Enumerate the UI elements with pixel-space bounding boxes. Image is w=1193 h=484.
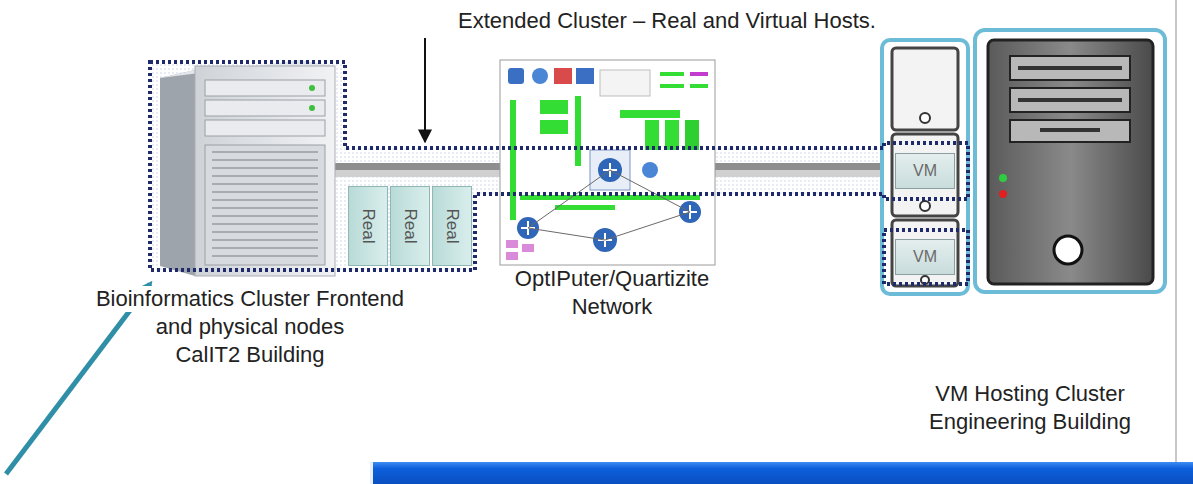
- server-tower-part-part: [212, 167, 318, 169]
- desktop-computer-part: [1018, 98, 1122, 102]
- network-illustration-part: [506, 252, 518, 260]
- server-tower-part-part: [212, 151, 318, 153]
- vm-rack-part: [892, 48, 958, 130]
- network-illustration-part: [575, 96, 581, 166]
- real-host-box: Real: [390, 186, 430, 266]
- vm-cluster-label: VM Hosting Cluster: [933, 381, 1127, 407]
- desktop-computer: [975, 30, 1165, 292]
- node-text: Real: [400, 209, 420, 244]
- server-tower: [160, 60, 335, 276]
- server-tower-part: [205, 145, 325, 265]
- network-illustration-part: [660, 72, 684, 76]
- network-illustration-part: [660, 84, 684, 88]
- desktop-computer-part: [1010, 120, 1130, 142]
- window-title-bar-edge: [370, 462, 373, 484]
- real-host-box: Real: [348, 186, 388, 266]
- virtual-machine-box: VM: [895, 153, 955, 189]
- callout-arrow: [6, 284, 150, 474]
- cluster-label: Bioinformatics Cluster Frontend: [94, 286, 406, 312]
- network-label: OptIPuter/Quartizite: [513, 266, 711, 292]
- server-tower-part-part: [212, 255, 318, 257]
- network-illustration-part: [500, 60, 715, 265]
- server-tower-part-part: [212, 175, 318, 177]
- server-tower-part: [205, 80, 325, 96]
- desktop-computer-part: [975, 30, 1165, 292]
- vm-rack-part: [882, 40, 968, 294]
- network-illustration-part: [508, 68, 524, 84]
- network-illustration-part: [506, 240, 518, 248]
- network-illustration-part: [690, 72, 708, 76]
- desktop-computer-part: [999, 174, 1007, 182]
- server-tower-part-part: [212, 231, 318, 233]
- vm-rack: [882, 40, 968, 294]
- vm-rack-part: [920, 113, 930, 123]
- server-tower-part: [195, 66, 335, 276]
- server-tower-part: [212, 152, 318, 256]
- desktop-computer-part: [1018, 66, 1122, 70]
- network-illustration-part: [510, 100, 516, 220]
- network-illustration-part: [576, 68, 594, 84]
- desktop-computer-part: [1040, 128, 1100, 132]
- desktop-computer-part: [1010, 88, 1130, 112]
- node-text: Real: [358, 209, 378, 244]
- server-tower-part-part: [212, 247, 318, 249]
- vm-cluster-label: Engineering Building: [927, 409, 1133, 435]
- network-illustration-part: [554, 68, 572, 84]
- server-tower-part-part: [212, 207, 318, 209]
- network-illustration-part: [540, 120, 568, 134]
- desktop-computer-part: [1054, 236, 1082, 264]
- network-illustration: [500, 60, 715, 265]
- server-tower-part-part: [212, 199, 318, 201]
- server-tower-part-part: [212, 239, 318, 241]
- cluster-label: CalIT2 Building: [173, 342, 326, 368]
- server-tower-part-part: [212, 223, 318, 225]
- extended-cluster-outline: [150, 62, 968, 284]
- window-title-bar: [370, 462, 1193, 484]
- desktop-computer-part: [1010, 56, 1130, 80]
- server-tower-part: [205, 100, 325, 116]
- server-tower-part: [205, 120, 325, 136]
- network-illustration-part: [620, 110, 680, 118]
- vm-rack-part: [892, 134, 958, 216]
- node-text: Real: [442, 209, 462, 244]
- node-text: VM: [913, 162, 937, 180]
- title-pointer: [424, 38, 426, 142]
- network-illustration-part: [528, 170, 690, 240]
- server-tower-part-part: [212, 159, 318, 161]
- network-illustration-part: [665, 120, 679, 150]
- node-text: VM: [913, 248, 937, 266]
- virtual-machine-box: VM: [895, 239, 955, 275]
- server-tower-part: [309, 85, 315, 91]
- desktop-computer-part: [988, 40, 1153, 284]
- network-illustration-part: [532, 68, 548, 84]
- desktop-computer-part: [999, 190, 1007, 198]
- server-tower-part: [160, 70, 195, 276]
- network-illustration-part: [690, 84, 708, 88]
- network-illustration-part: [540, 100, 568, 114]
- network-illustration-part: [642, 162, 658, 178]
- network-illustration-part: [645, 120, 659, 150]
- network-illustration-part: [600, 70, 650, 96]
- server-tower-part-part: [212, 215, 318, 217]
- network-label: Network: [570, 294, 655, 320]
- server-tower-part-part: [212, 191, 318, 193]
- cluster-label: and physical nodes: [154, 314, 346, 340]
- extended-cluster-outline-part: [884, 230, 968, 284]
- network-illustration-part: [555, 205, 615, 210]
- diagram-title: Extended Cluster – Real and Virtual Host…: [458, 8, 876, 34]
- real-host-box: Real: [432, 186, 472, 266]
- vm-rack-part: [892, 220, 958, 286]
- network-illustration-part: [522, 244, 534, 252]
- window-border: [1175, 0, 1177, 462]
- server-tower-part: [309, 105, 315, 111]
- vm-rack-part: [920, 201, 930, 211]
- extended-cluster-outline-part: [150, 62, 968, 270]
- server-tower-part-part: [212, 183, 318, 185]
- network-illustration-part: [685, 120, 699, 150]
